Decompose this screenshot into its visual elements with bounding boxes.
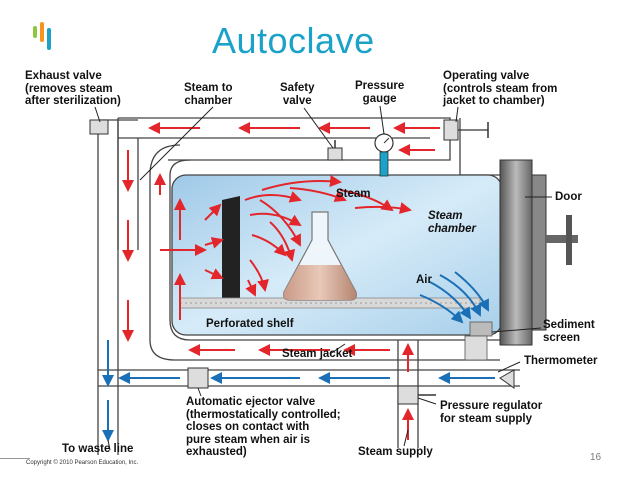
door bbox=[499, 159, 578, 346]
label-line: Sediment bbox=[543, 319, 595, 331]
label-line: valve bbox=[282, 94, 312, 107]
pressure-regulator bbox=[397, 385, 436, 405]
label-line: Exhaust valve bbox=[25, 70, 102, 82]
automatic-ejector-valve bbox=[187, 367, 209, 389]
label-line: Automatic ejector valve bbox=[186, 396, 316, 408]
label-line: gauge bbox=[362, 92, 397, 105]
label-line: for steam supply bbox=[440, 412, 533, 425]
slide-title: Autoclave bbox=[212, 20, 375, 61]
label-pressure-gauge: Pressure gauge bbox=[355, 80, 404, 105]
exhaust-valve bbox=[89, 119, 109, 135]
thermometer-icon bbox=[499, 369, 515, 389]
baffle-plate bbox=[222, 196, 240, 300]
label-line: Safety bbox=[280, 82, 315, 94]
label-line: Pressure bbox=[355, 80, 405, 92]
footer-rule bbox=[0, 458, 30, 459]
label-line: (controls steam from bbox=[443, 82, 558, 95]
label-steam: Steam bbox=[336, 188, 371, 200]
safety-valve bbox=[327, 140, 343, 161]
label-safety-valve: Safety valve bbox=[280, 82, 315, 107]
label-line: closes on contact with bbox=[186, 421, 310, 433]
label-steam-jacket: Steam jacket bbox=[282, 348, 353, 360]
label-line: jacket to chamber) bbox=[443, 95, 545, 107]
label-line: (removes steam bbox=[25, 82, 113, 95]
label-steam-supply: Steam supply bbox=[358, 446, 433, 458]
flask-icon bbox=[283, 211, 357, 301]
label-line: chamber bbox=[184, 94, 233, 107]
leader-lines bbox=[94, 105, 552, 451]
sediment-screen bbox=[464, 321, 493, 361]
label-perforated-shelf: Perforated shelf bbox=[206, 318, 294, 330]
label-to-waste-line: To waste line bbox=[62, 443, 134, 455]
operating-valve bbox=[443, 119, 489, 141]
page-number: 16 bbox=[590, 452, 602, 463]
label-line: Steam to bbox=[184, 82, 233, 94]
label-line: (thermostatically controlled; bbox=[186, 408, 341, 421]
label-operating-valve: Operating valve (controls steam from jac… bbox=[443, 70, 557, 108]
label-line: Pressure regulator bbox=[440, 400, 543, 412]
label-line: Operating valve bbox=[443, 70, 530, 82]
label-thermometer: Thermometer bbox=[524, 355, 598, 367]
label-steam-to-chamber: Steam to chamber bbox=[184, 82, 233, 107]
label-line: Steam bbox=[428, 210, 463, 222]
label-line: exhausted) bbox=[186, 446, 247, 458]
water-flow-arrows bbox=[102, 271, 495, 442]
label-door: Door bbox=[555, 191, 582, 203]
bar-logo-icon bbox=[33, 22, 55, 52]
label-steam-chamber: Steam chamber bbox=[428, 210, 476, 235]
label-line: pure steam when air is bbox=[186, 433, 310, 446]
copyright-text: Copyright © 2010 Pearson Education, Inc. bbox=[26, 460, 139, 466]
label-line: after sterilization) bbox=[25, 95, 121, 107]
label-line: chamber bbox=[428, 222, 476, 235]
label-exhaust-valve: Exhaust valve (removes steam after steri… bbox=[25, 70, 121, 108]
pressure-gauge bbox=[374, 133, 394, 177]
label-sediment-screen: Sediment screen bbox=[543, 319, 595, 344]
label-pressure-regulator: Pressure regulator for steam supply bbox=[440, 400, 542, 425]
steam-flow-arrows bbox=[122, 122, 440, 440]
label-line: screen bbox=[543, 331, 581, 344]
label-air: Air bbox=[416, 274, 432, 286]
label-automatic-ejector-valve: Automatic ejector valve (thermostaticall… bbox=[186, 396, 341, 459]
